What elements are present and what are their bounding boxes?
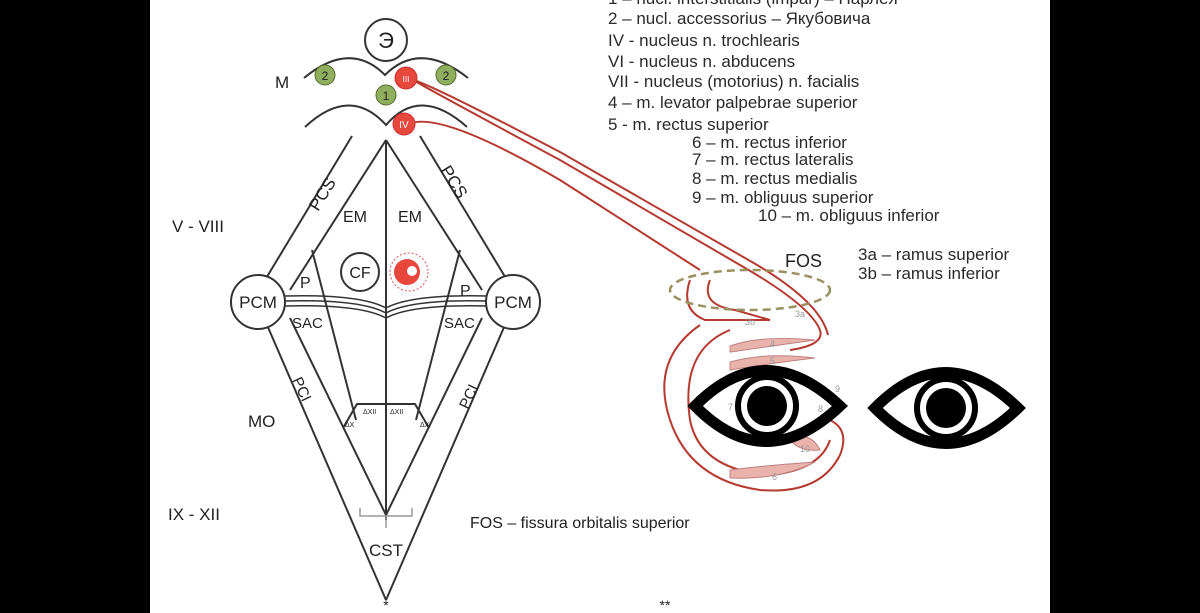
legend-item: 1 – nucl. interstitialis (impar) – Парле… xyxy=(608,0,898,8)
outer-line xyxy=(263,317,387,601)
label-pcs-left: PCS xyxy=(305,174,340,214)
inner-line xyxy=(289,317,387,516)
label-p-left: P xyxy=(300,275,311,292)
label-dx-right: ΔX xyxy=(420,422,430,429)
nucleus-2-left xyxy=(314,64,336,86)
muscle-7: 7 xyxy=(728,402,733,412)
dotted-circle xyxy=(389,252,429,292)
pcm-right-circle xyxy=(485,274,541,330)
ramus-inferior-label: 3b – ramus inferior xyxy=(858,264,1000,283)
cf-circle xyxy=(340,252,380,292)
eye-left-icon xyxy=(687,365,849,447)
lower-arc xyxy=(304,104,468,128)
nucleus-iii-label: III xyxy=(403,75,410,84)
inner-line xyxy=(385,317,483,516)
top-circle-label: Э xyxy=(378,28,394,53)
muscle-5: 5 xyxy=(770,356,775,366)
label-em-left: EM xyxy=(343,209,367,226)
legend-item: 8 – m. rectus medialis xyxy=(692,169,857,188)
eye-right-icon xyxy=(867,367,1026,449)
legend-item: IV - nucleus n. trochlearis xyxy=(608,31,800,50)
label-pcm-right: PCM xyxy=(494,293,532,312)
nucleus-iv xyxy=(392,112,416,136)
muscle-6: 6 xyxy=(772,472,777,482)
nucleus-iv-label: IV xyxy=(399,120,409,131)
legend-item: 5 - m. rectus superior xyxy=(608,115,769,134)
label-p-right: P xyxy=(460,283,471,300)
outer-line xyxy=(419,135,511,286)
label-cst: CST xyxy=(369,541,403,560)
upper-arc xyxy=(303,57,469,79)
label-cf: CF xyxy=(349,265,371,282)
label-dxii-left: ΔXII xyxy=(363,409,376,416)
top-circle xyxy=(364,18,408,62)
legend-item: 7 – m. rectus lateralis xyxy=(692,150,854,169)
outer-line xyxy=(385,317,509,601)
label-pcs-right: PCS xyxy=(437,162,472,202)
red-nucleus-icon xyxy=(394,259,420,285)
label-mo: MO xyxy=(248,412,275,431)
label-m: M xyxy=(275,73,289,92)
trochlear-nerve xyxy=(408,120,701,271)
eye-muscles xyxy=(729,337,821,479)
muscle-4: 4 xyxy=(770,339,775,349)
muscle-8: 8 xyxy=(818,404,823,414)
muscle-9: 9 xyxy=(835,384,840,394)
legend-item: 2 – nucl. accessorius – Якубовича xyxy=(608,9,871,28)
muscle-3b: 3b xyxy=(745,317,755,327)
fos-note: FOS – fissura orbitalis superior xyxy=(470,515,690,532)
label-v-viii: V - VIII xyxy=(172,217,224,236)
star-mark: * xyxy=(383,597,389,613)
nucleus-2-label: 2 xyxy=(322,69,329,83)
nucleus-2-label: 2 xyxy=(443,69,450,83)
outer-line xyxy=(261,135,353,286)
legend: 1 – nucl. interstitialis (impar) – Парле… xyxy=(608,0,940,225)
inner-line xyxy=(289,139,387,291)
inner-line xyxy=(311,249,357,421)
legend-item: VI - nucleus n. abducens xyxy=(608,52,795,71)
label-sac-right: SAC xyxy=(444,315,475,332)
muscle-3a: 3a xyxy=(795,309,805,319)
legend-item: 9 – m. obliguus superior xyxy=(692,188,874,207)
label-fos: FOS xyxy=(785,251,822,271)
label-dxii-right: ΔXII xyxy=(390,409,403,416)
trapezoid xyxy=(342,403,430,429)
inner-line xyxy=(385,139,483,291)
label-sac-left: SAC xyxy=(292,315,323,332)
nucleus-1-label: 1 xyxy=(383,89,390,103)
label-em-right: EM xyxy=(398,209,422,226)
label-pcm-left: PCM xyxy=(239,293,277,312)
label-dx-left: ΔX xyxy=(345,422,355,429)
nucleus-2-right xyxy=(435,64,457,86)
double-star-mark: ** xyxy=(660,597,671,613)
pcm-left-circle xyxy=(230,274,286,330)
fos-ellipse xyxy=(668,268,832,312)
legend-item: 6 – m. rectus inferior xyxy=(692,133,847,152)
ramus-superior-label: 3a – ramus superior xyxy=(858,245,1010,264)
nucleus-iii xyxy=(394,66,418,90)
inner-line xyxy=(415,249,461,421)
muscle-10: 10 xyxy=(800,444,810,454)
nucleus-1 xyxy=(375,84,397,106)
label-pci-left: PCI xyxy=(288,375,314,405)
label-ix-xii: IX - XII xyxy=(168,505,220,524)
legend-item: 4 – m. levator palpebrae superior xyxy=(608,93,858,112)
legend-item: 10 – m. obliguus inferior xyxy=(758,206,940,225)
legend-item: VII - nucleus (motorius) n. facialis xyxy=(608,72,859,91)
